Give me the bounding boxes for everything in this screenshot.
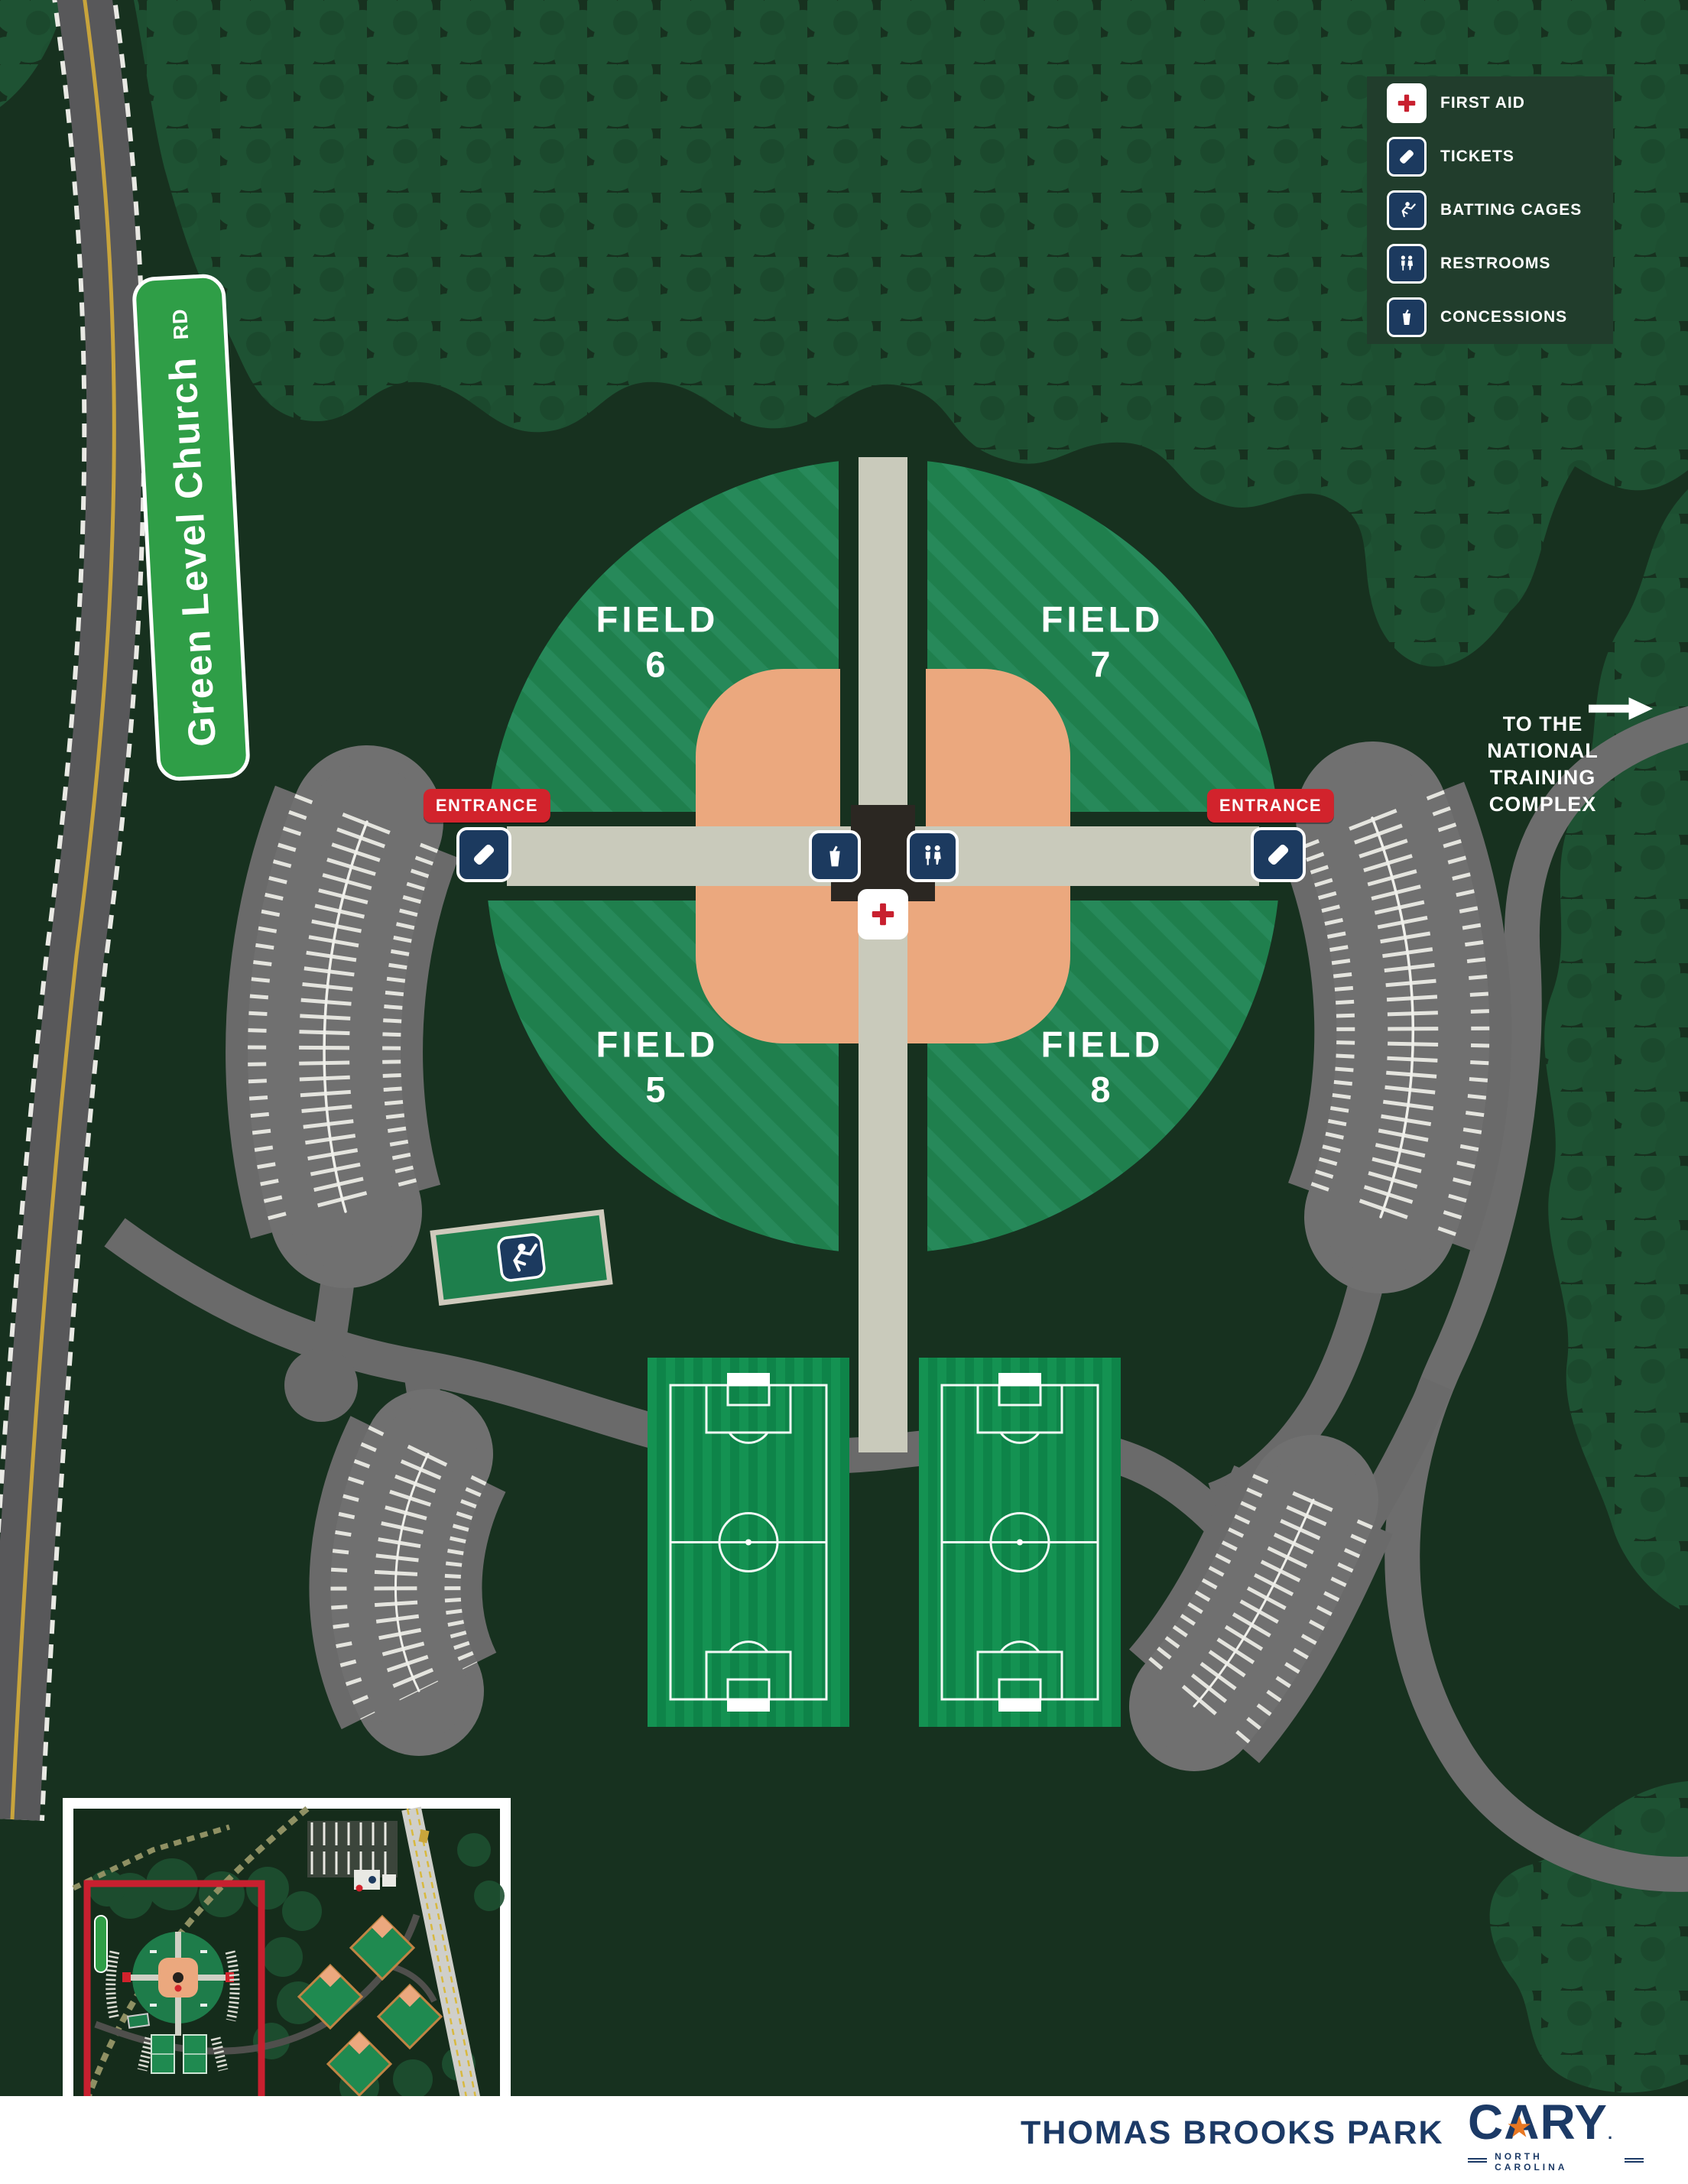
legend-row-batting-cages: BATTING CAGES — [1387, 190, 1593, 230]
cary-logo-period: . — [1607, 2124, 1614, 2143]
logo-ornament-right — [1624, 2161, 1644, 2163]
inset-east-fields — [297, 1914, 443, 2098]
entrance-badge-west: ENTRANCE — [423, 789, 551, 823]
ticket-icon-east — [1251, 827, 1306, 882]
cary-star-icon: ★ — [1508, 2113, 1532, 2142]
road-sign-name: Green Level Church — [161, 355, 224, 748]
first-aid-icon-center — [858, 889, 908, 939]
logo-ornament-left — [1468, 2161, 1488, 2163]
batter-icon — [1387, 190, 1427, 230]
parking-lots — [248, 742, 1490, 1771]
parking-lot-west — [248, 745, 443, 1288]
ticket-icon — [1387, 137, 1427, 177]
legend-label: RESTROOMS — [1440, 255, 1551, 272]
ticket-icon-west — [456, 827, 511, 882]
restroom-icon-center — [907, 830, 959, 882]
first-aid-icon — [1387, 83, 1427, 123]
training-complex-note: TO THE NATIONAL TRAINING COMPLEX — [1487, 712, 1599, 816]
legend-row-concessions: CONCESSIONS — [1387, 297, 1593, 337]
legend-panel: FIRST AID TICKETS BATTING CAGES RESTROOM… — [1367, 76, 1613, 344]
legend-label: BATTING CAGES — [1440, 201, 1582, 219]
inset-overview-map — [63, 1798, 511, 2119]
baseball-cloverleaf — [485, 457, 1281, 1452]
tree-canopy — [0, 0, 1688, 2093]
park-title: THOMAS BROOKS PARK — [1021, 2114, 1444, 2151]
concessions-icon-center — [809, 830, 861, 882]
entrance-badge-east: ENTRANCE — [1206, 789, 1335, 823]
road-sign-suffix: RD — [167, 307, 193, 341]
training-complex-road — [1384, 706, 1688, 1892]
soccer-field-west — [648, 1358, 849, 1727]
legend-label: TICKETS — [1440, 148, 1514, 165]
legend-label: CONCESSIONS — [1440, 308, 1568, 326]
legend-row-first-aid: FIRST AID — [1387, 83, 1593, 123]
concessions-icon — [1387, 297, 1427, 337]
legend-label: FIRST AID — [1440, 94, 1525, 112]
parking-lot-southwest — [330, 1389, 493, 1756]
batting-cage — [430, 1209, 613, 1306]
cary-logo-text: CARY — [1468, 2095, 1608, 2150]
legend-row-restrooms: RESTROOMS — [1387, 244, 1593, 284]
legend-row-tickets: TICKETS — [1387, 137, 1593, 177]
parking-lot-east — [1296, 742, 1490, 1293]
cary-logo-subtext: NORTH CAROLINA — [1495, 2151, 1568, 2173]
restroom-icon — [1387, 244, 1427, 284]
green-level-church-road — [0, 0, 147, 1821]
east-arrow-icon — [1589, 697, 1653, 724]
cary-logo: CARY. ★ NORTH CAROLINA — [1468, 2098, 1644, 2173]
footer-strip — [0, 2096, 1688, 2184]
parking-lot-southeast — [1129, 1435, 1378, 1771]
soccer-field-east — [919, 1358, 1121, 1727]
